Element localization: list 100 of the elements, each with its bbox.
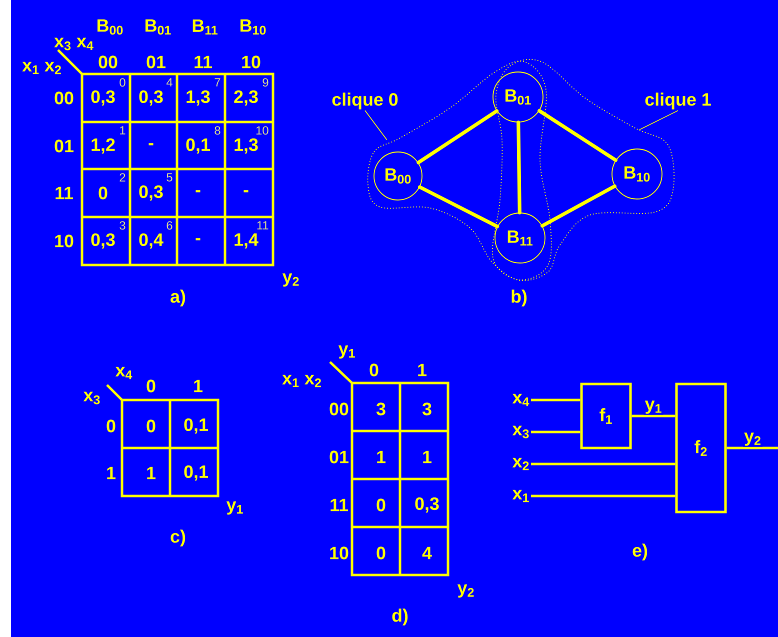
- function-block: f$_{2}$: [675, 382, 727, 514]
- cell-value: 0,3: [139, 90, 163, 106]
- cell-value: 4: [422, 546, 432, 560]
- graph-edge: [538, 109, 618, 162]
- cell-number: 0: [120, 78, 126, 87]
- edge-label: y$_{2}$: [743, 432, 762, 447]
- signal-line: [530, 494, 676, 498]
- leader-line: [364, 110, 388, 140]
- cell-value: 1,3: [234, 138, 258, 154]
- output-label: y$_{2}$: [457, 584, 474, 598]
- cell-number: 4: [166, 78, 172, 86]
- panel-label: a): [170, 290, 186, 306]
- signal-line: [530, 398, 580, 402]
- signal-line: [530, 430, 580, 434]
- graph-edge: [540, 184, 616, 228]
- graph-vertex: B$_{10}$: [612, 148, 662, 200]
- cell-number: 3: [120, 221, 126, 230]
- output-label: y$_{2}$: [282, 273, 299, 287]
- signal-line: [726, 446, 778, 450]
- panel-label: e): [632, 544, 648, 560]
- row-header: 10: [330, 546, 348, 560]
- clique-label: clique 1: [645, 92, 711, 110]
- cell-value: 3: [376, 402, 386, 416]
- column-header: 00: [98, 56, 118, 68]
- cell-number: 1: [120, 126, 126, 134]
- column-header: 01: [146, 56, 166, 68]
- cell-value: 0: [376, 546, 386, 560]
- cell-number: 11: [257, 221, 268, 230]
- cell-value: 0,3: [139, 185, 163, 201]
- function-block: f$_{1}$: [580, 382, 632, 450]
- graph-vertex: B$_{11}$: [494, 212, 546, 264]
- column-label: B$_{01}$: [146, 19, 171, 35]
- panel-label: c): [170, 530, 186, 546]
- row-header: 00: [330, 402, 348, 416]
- row-header: 01: [54, 140, 74, 152]
- variable-label: x$_{3}$ x$_{4}$: [54, 38, 94, 50]
- signal-line: [530, 462, 676, 466]
- graph-edge: [516, 120, 522, 214]
- panel-label: d): [392, 608, 408, 626]
- cell-value: 3: [422, 402, 432, 416]
- cell-value: 0: [146, 420, 156, 432]
- cell-number: 5: [166, 173, 172, 182]
- cell-value: -: [196, 238, 200, 240]
- column-header: 0: [146, 380, 156, 392]
- row-header: 1: [107, 466, 116, 480]
- cell-value: -: [196, 190, 200, 192]
- cell-value: 0,4: [139, 233, 164, 249]
- graph-edge: [418, 185, 500, 228]
- cell-number: 9: [262, 78, 268, 87]
- cell-number: 8: [214, 126, 220, 135]
- cell-number: 7: [214, 78, 220, 86]
- output-label: y$_{1}$: [226, 501, 243, 515]
- graph-vertex: B$_{01}$: [492, 72, 544, 122]
- variable-label: x$_{4}$: [115, 366, 132, 380]
- cell-number: 2: [120, 173, 126, 182]
- cell-value: 0,3: [91, 90, 115, 106]
- row-header: 11: [56, 186, 73, 200]
- cell-value: -: [148, 143, 154, 146]
- variable-label: x$_{1}$ x$_{2}$: [282, 374, 321, 388]
- variable-label: y$_{1}$: [338, 345, 355, 359]
- column-header: 10: [242, 56, 260, 68]
- cell-value: 1,2: [92, 138, 115, 154]
- cell-number: 10: [256, 126, 268, 135]
- column-header: 11: [194, 56, 212, 68]
- column-label: B$_{11}$: [192, 19, 218, 35]
- input-label: x$_{2}$: [512, 458, 529, 470]
- panel-label: b): [512, 290, 527, 306]
- cell-number: 6: [166, 221, 172, 230]
- cell-value: 0: [98, 186, 108, 200]
- row-header: 10: [55, 234, 74, 248]
- row-header: 0: [106, 420, 116, 432]
- input-label: x$_{3}$: [512, 426, 529, 438]
- input-label: x$_{4}$: [512, 394, 530, 406]
- column-label: B$_{10}$: [240, 19, 266, 35]
- cell-value: 0,3: [91, 233, 115, 249]
- cell-value: 2,3: [234, 90, 258, 106]
- leader-line: [638, 110, 678, 130]
- input-label: x$_{1}$: [512, 490, 529, 502]
- cell-value: 0: [376, 498, 386, 512]
- column-label: B$_{00}$: [98, 19, 123, 35]
- variable-label: x$_{1}$ x$_{2}$: [22, 62, 61, 74]
- column-header: 0: [370, 364, 378, 376]
- cell-value: 1: [147, 466, 156, 480]
- signal-line: [632, 414, 676, 418]
- cell-value: 0,3: [415, 497, 439, 513]
- graph-vertex: B$_{00}$: [374, 152, 422, 200]
- variable-label: x$_{3}$: [83, 392, 100, 404]
- graph-edge: [416, 109, 499, 164]
- cell-value: 1: [423, 450, 432, 464]
- edge-label: y$_{1}$: [644, 400, 664, 415]
- row-header: 11: [330, 498, 348, 512]
- cell-value: 0,1: [184, 418, 208, 434]
- cell-value: 0,1: [184, 465, 208, 481]
- row-header: 00: [54, 92, 74, 104]
- cell-value: 1,4: [234, 233, 258, 249]
- column-header: 1: [194, 380, 202, 392]
- column-header: 1: [418, 364, 426, 376]
- cell-value: 0,1: [186, 138, 210, 154]
- cell-value: -: [244, 190, 248, 192]
- cell-value: 1,3: [186, 90, 210, 106]
